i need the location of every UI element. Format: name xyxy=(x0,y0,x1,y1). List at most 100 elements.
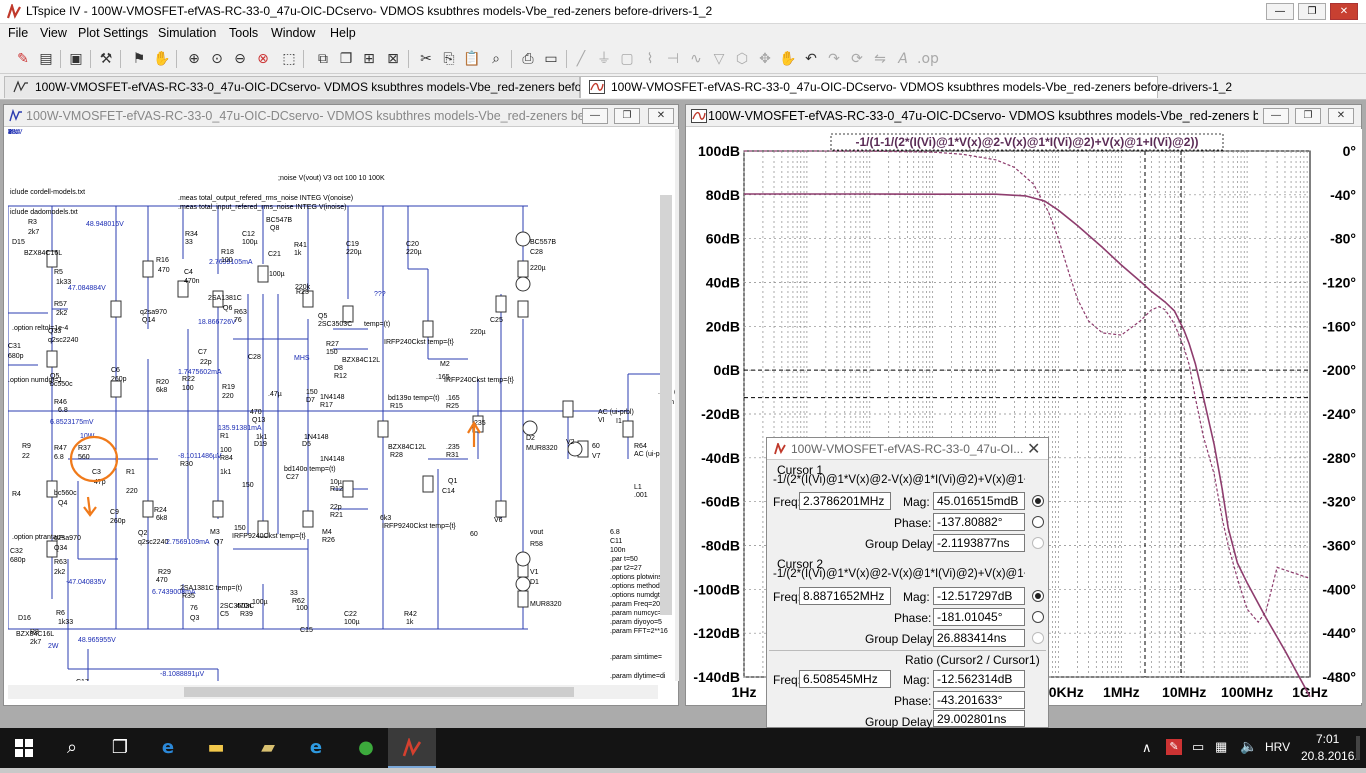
copy-icon[interactable]: ⎘ xyxy=(443,51,455,67)
schematic-label[interactable]: 470n xyxy=(184,278,200,285)
schematic-label[interactable]: ;noise V(vout) V3 oct 100 10 100K xyxy=(278,175,385,182)
text-icon[interactable]: A xyxy=(898,51,908,67)
schematic-label[interactable]: 100n xyxy=(610,547,626,554)
network-icon[interactable]: ▦ xyxy=(1215,739,1228,754)
schematic-component[interactable] xyxy=(46,540,58,558)
schematic-label[interactable]: BC557B xyxy=(530,239,557,246)
schematic-label[interactable]: 220µ xyxy=(406,249,422,256)
schematic-vscroll-thumb[interactable] xyxy=(660,195,672,615)
schematic-label[interactable]: Q33 xyxy=(48,328,62,335)
schematic-label[interactable]: 100µ xyxy=(252,599,268,606)
schematic-close-button[interactable]: ✕ xyxy=(648,108,674,124)
wire-icon[interactable]: ╱ xyxy=(576,51,586,67)
schematic-component[interactable] xyxy=(46,250,58,268)
menu-simulation[interactable]: Simulation xyxy=(158,26,217,40)
schematic-label[interactable]: .par t=50 xyxy=(610,556,638,563)
schematic-label[interactable]: iclude cordell-models.txt xyxy=(10,189,86,196)
schematic-label[interactable]: R84 xyxy=(220,455,233,462)
schematic-label[interactable]: Q14 xyxy=(142,317,156,324)
schematic-label[interactable]: 1k1 xyxy=(220,469,232,476)
save-icon[interactable]: ▣ xyxy=(69,51,83,67)
schematic-label[interactable]: C14 xyxy=(442,488,455,495)
schematic-label[interactable]: R35 xyxy=(182,593,195,600)
zoom-out-icon[interactable]: ⊙ xyxy=(211,51,223,67)
schematic-label[interactable]: V1 xyxy=(530,569,539,576)
schematic-label[interactable]: .param diyoyo=5 xyxy=(610,619,662,626)
schematic-label[interactable]: R46 xyxy=(54,399,67,406)
capacitor-icon[interactable]: ⊣ xyxy=(666,51,680,67)
schematic-label[interactable]: R62 xyxy=(292,598,305,605)
mirror-icon[interactable]: ⇋ xyxy=(874,51,886,67)
redo-icon[interactable]: ↷ xyxy=(828,51,840,67)
schematic-label[interactable]: C28 xyxy=(248,354,261,361)
tray-device-icon[interactable]: ▭ xyxy=(1192,739,1205,754)
schematic-label[interactable]: q2sa970 xyxy=(140,309,167,316)
schematic-label[interactable]: 1k33 xyxy=(58,619,74,626)
schematic-label[interactable]: V6 xyxy=(494,517,503,524)
schematic-label[interactable]: 100µ xyxy=(344,619,360,626)
cursor1-gd-field[interactable]: -2.1193877ns xyxy=(933,534,1025,552)
schematic-label[interactable]: q2sc2240 xyxy=(48,337,79,344)
schematic-label[interactable]: Q7 xyxy=(214,539,224,546)
menu-help[interactable]: Help xyxy=(330,26,356,40)
schematic-label[interactable]: R17 xyxy=(320,402,333,409)
spice-directive-icon[interactable]: .op xyxy=(917,51,939,67)
schematic-label[interactable]: .165 xyxy=(446,395,460,402)
schematic-label[interactable]: Q1 xyxy=(448,478,458,485)
schematic-label[interactable]: R1 xyxy=(126,469,135,476)
schematic-component[interactable] xyxy=(562,400,574,418)
schematic-component[interactable] xyxy=(377,420,389,438)
schematic-label[interactable]: 1k xyxy=(406,619,414,626)
schematic-label[interactable]: R24 xyxy=(154,507,167,514)
schematic-label[interactable]: C21 xyxy=(268,251,281,258)
schematic-label[interactable]: C5 xyxy=(220,611,229,618)
schematic-label[interactable]: R42 xyxy=(404,611,417,618)
voltage-source-symbol[interactable] xyxy=(567,441,583,457)
schematic-label[interactable]: V xyxy=(8,129,13,136)
cursor2-phase-radio[interactable] xyxy=(1032,611,1044,623)
schematic-label[interactable]: 10µ xyxy=(330,479,342,486)
schematic-label[interactable]: L1 xyxy=(634,484,642,491)
schematic-label[interactable]: R1 xyxy=(220,433,229,440)
schematic-label[interactable]: C19 xyxy=(346,241,359,248)
schematic-label[interactable]: .par t2=27 xyxy=(610,565,642,572)
schematic-label[interactable]: R15 xyxy=(390,403,403,410)
ratio-freq-field[interactable]: 6.508545MHz xyxy=(799,670,891,688)
schematic-label[interactable]: 220µ xyxy=(346,249,362,256)
schematic-label[interactable]: R27 xyxy=(326,341,339,348)
close-all-icon[interactable]: ⊞ xyxy=(363,51,375,67)
schematic-component[interactable] xyxy=(257,265,269,283)
schematic-label[interactable]: 1N4148 xyxy=(320,456,345,463)
schematic-label[interactable]: -8.1088891µV xyxy=(160,671,205,678)
minimize-button[interactable]: — xyxy=(1266,3,1294,20)
schematic-label[interactable]: 2k7 xyxy=(28,229,40,236)
run-icon[interactable]: ⚑ xyxy=(132,51,146,67)
schematic-label[interactable]: C28 xyxy=(530,249,543,256)
tab-plot[interactable]: 100W-VMOSFET-efVAS-RC-33-0_47u-OIC-DCser… xyxy=(580,76,1232,98)
schematic-label[interactable]: mV xyxy=(8,129,19,136)
schematic-label[interactable]: bc560c xyxy=(54,490,77,497)
schematic-label[interactable]: Q4 xyxy=(58,500,68,507)
schematic-label[interactable]: 47.084884V xyxy=(68,285,106,292)
schematic-label[interactable]: D19 xyxy=(254,441,267,448)
tab-schematic[interactable]: 100W-VMOSFET-efVAS-RC-33-0_47u-OIC-DCser… xyxy=(4,76,656,98)
schematic-label[interactable]: .options plotwinsize xyxy=(610,574,671,581)
schematic-label[interactable]: C25 xyxy=(490,317,503,324)
resistor-icon[interactable]: ⌇ xyxy=(646,51,654,67)
schematic-label[interactable]: 260p xyxy=(111,376,127,383)
schematic-label[interactable]: BZX84C16L xyxy=(24,250,63,257)
schematic-label[interactable]: R41 xyxy=(294,242,307,249)
schematic-label[interactable]: 470 xyxy=(156,577,168,584)
schematic-label[interactable]: IRFP9240Ckst temp={t} xyxy=(382,523,456,530)
open-schematic-icon[interactable]: ✎ xyxy=(17,51,29,67)
find-icon[interactable]: ⌕ xyxy=(492,51,500,67)
schematic-label[interactable]: 100µ xyxy=(269,271,285,278)
plot-close-button[interactable]: ✕ xyxy=(1328,108,1354,124)
schematic-label[interactable]: R8 xyxy=(30,629,39,636)
schematic-label[interactable]: 22p xyxy=(330,504,342,511)
edge-browser-icon[interactable]: e xyxy=(161,737,175,758)
schematic-label[interactable]: 1k xyxy=(294,250,302,257)
ratio-mag-field[interactable]: -12.562314dB xyxy=(933,670,1025,688)
schematic-component[interactable] xyxy=(517,300,529,318)
schematic-component[interactable] xyxy=(302,510,314,528)
